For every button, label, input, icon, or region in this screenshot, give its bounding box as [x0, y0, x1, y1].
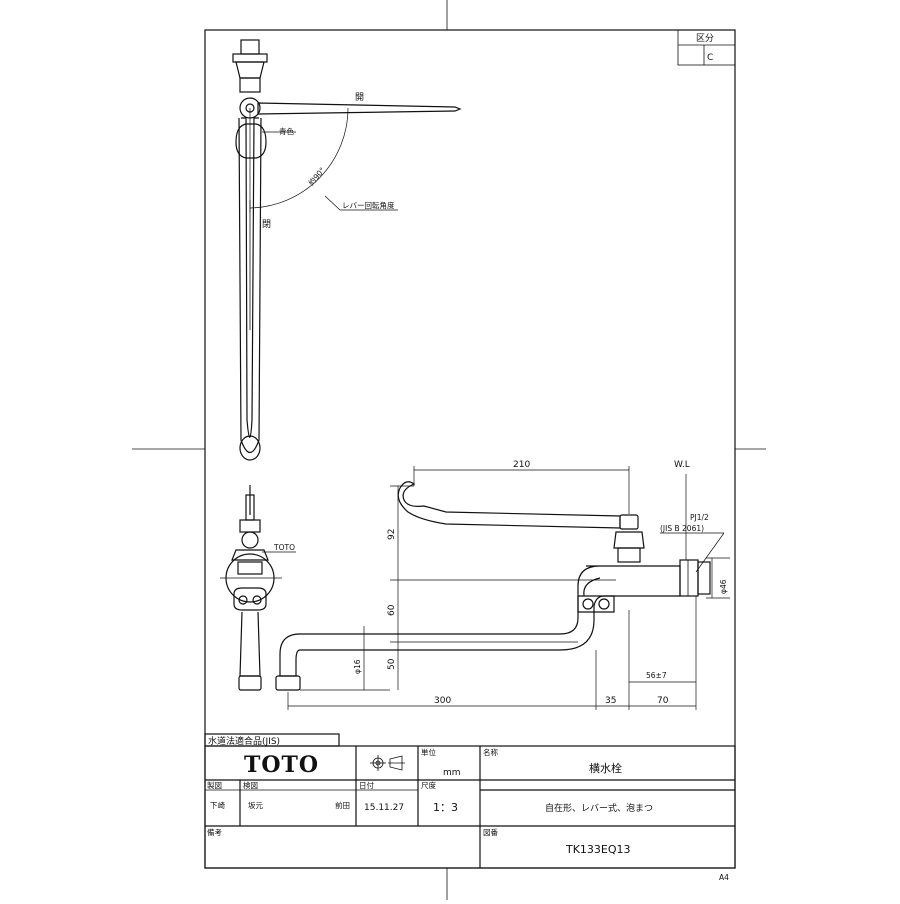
dim-210: 210: [513, 460, 530, 470]
number-header: 図番: [483, 827, 498, 837]
unit-header: 単位: [421, 747, 436, 757]
dim-phi46: φ46: [719, 579, 728, 594]
angle-label: 約90°: [306, 165, 327, 188]
dim-300: 300: [434, 696, 451, 706]
name-value: 横水栓: [589, 761, 622, 775]
dim-56: 56±7: [646, 671, 667, 680]
blue-label: 青色: [279, 126, 294, 136]
dim-60: 60: [387, 604, 397, 616]
side-view-faucet: 開 閉 青色 約90° レバー回転角度: [232, 39, 462, 461]
description: 自在形、レバー式、泡まつ: [545, 802, 653, 814]
checked-value-1: 坂元: [248, 800, 263, 810]
open-label-top: 開: [355, 92, 364, 103]
thread-label: PJ1/2: [690, 513, 709, 522]
class-box: 区分 C: [677, 29, 736, 66]
plan-view-faucet: [275, 481, 711, 691]
class-header: 区分: [696, 33, 714, 44]
jis-label: 水道法適合品(JIS): [208, 735, 280, 747]
thread-standard: (JIS B 2061): [660, 524, 704, 533]
centering-marks: [132, 0, 766, 900]
closed-label-side: 閉: [262, 219, 271, 230]
dim-35: 35: [605, 696, 616, 706]
drawing-number: TK133EQ13: [565, 843, 631, 856]
class-value: C: [707, 53, 713, 63]
dim-phi16: φ16: [353, 659, 362, 674]
unit-value: mm: [443, 768, 461, 778]
drawn-header: 製図: [207, 780, 222, 790]
toto-mark-front: TOTO: [273, 543, 295, 552]
name-header: 名称: [483, 747, 498, 757]
date-value: 15.11.27: [364, 803, 404, 813]
date-header: 日付: [359, 780, 374, 790]
dim-70: 70: [657, 696, 669, 706]
dimension-lines: 210 92 60 50 φ16 300 35 70 56±7 W.L PJ1/…: [287, 460, 730, 710]
dim-92: 92: [387, 529, 397, 540]
scale-header: 尺度: [421, 780, 436, 790]
checked-header: 検図: [243, 780, 258, 790]
toto-logo: TOTO: [244, 752, 319, 778]
lever-angle-note: レバー回転角度: [342, 200, 395, 210]
drawing-border: [204, 29, 736, 869]
notes-header: 備考: [207, 827, 222, 837]
projection-symbol-icon: [370, 755, 405, 771]
front-view-faucet: TOTO: [220, 485, 296, 691]
paper-size: A4: [719, 873, 729, 882]
dim-50: 50: [387, 658, 397, 670]
drawn-value: 下崎: [210, 800, 225, 810]
title-block: 水道法適合品(JIS) TOTO 単位 mm 名称 横水栓 製図 下崎 検図 坂…: [204, 733, 736, 869]
wl-label: W.L: [674, 460, 690, 470]
checked-value-2: 前田: [335, 800, 350, 810]
scale-value: 1：3: [433, 801, 458, 814]
